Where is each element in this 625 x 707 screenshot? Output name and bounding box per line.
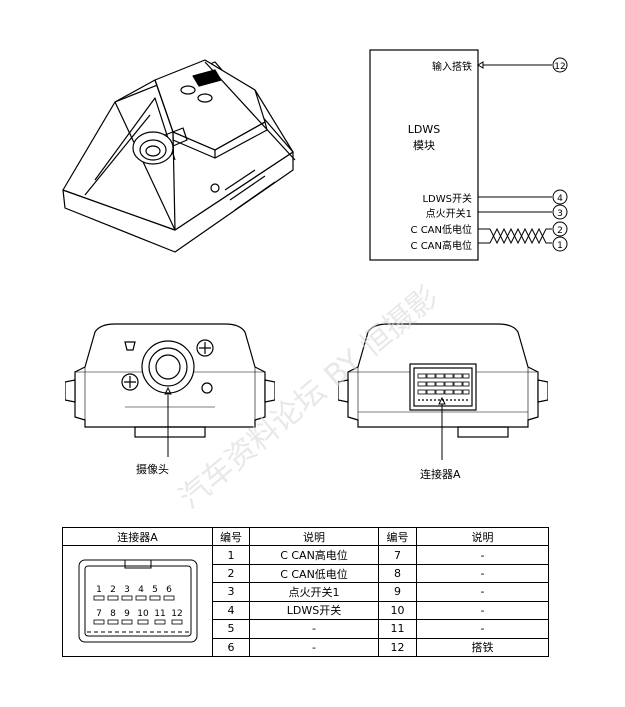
cell-no-2: 11 xyxy=(378,619,417,639)
twisted-pair-wire xyxy=(478,227,552,245)
connector-pin-9: 9 xyxy=(124,609,130,619)
pin-circle-12 xyxy=(552,57,568,73)
header-connector: 连接器A xyxy=(62,526,213,547)
pin-circle-2 xyxy=(552,221,568,237)
cell-no-1: 1 xyxy=(212,545,250,565)
cell-desc-1: C CAN高电位 xyxy=(249,545,379,565)
cell-no-1: 6 xyxy=(212,637,250,658)
connector-label: 连接器A xyxy=(420,468,461,481)
table-header-row: 连接器A 编号 说明 编号 说明 xyxy=(62,526,549,547)
table-row: 1 2 3 4 5 6 7 8 9 10 11 12 xyxy=(62,545,549,657)
signal-label-ldws-switch: LDWS开关 xyxy=(422,192,472,205)
pin-number-1: 1 xyxy=(557,241,563,251)
connector-face-cell: 1 2 3 4 5 6 7 8 9 10 11 12 xyxy=(62,545,213,657)
pin-number-4: 4 xyxy=(557,194,563,204)
pin-number-2: 2 xyxy=(557,226,563,236)
connector-face-diagram: 1 2 3 4 5 6 7 8 9 10 11 12 xyxy=(78,559,197,643)
cell-no-1: 4 xyxy=(212,600,250,621)
camera-leader-line xyxy=(167,395,169,457)
cell-no-2: 9 xyxy=(378,582,417,602)
camera-rear-view xyxy=(338,323,548,438)
module-title-ldws: LDWS xyxy=(408,123,440,136)
connector-pin-12: 12 xyxy=(171,609,182,619)
cell-desc-2: - xyxy=(416,582,549,602)
camera-label: 摄像头 xyxy=(136,463,169,476)
pin-circle-3 xyxy=(552,204,568,220)
connector-pin-6: 6 xyxy=(166,585,172,595)
connector-pin-3: 3 xyxy=(124,585,130,595)
cell-no-1: 2 xyxy=(212,563,250,584)
connector-pin-11: 11 xyxy=(154,609,165,619)
header-desc-2: 说明 xyxy=(416,526,549,547)
pin-number-3: 3 xyxy=(557,209,563,219)
pin-circle-4 xyxy=(552,189,568,205)
cell-no-2: 7 xyxy=(378,545,417,565)
connector-pin-4: 4 xyxy=(138,585,144,595)
cell-desc-1: - xyxy=(249,637,379,658)
signal-label-can-low: C CAN低电位 xyxy=(411,223,472,236)
connector-leader-line xyxy=(441,404,443,460)
signal-label-input-ground: 输入搭铁 xyxy=(432,60,472,73)
ldws-module-box xyxy=(369,49,479,261)
cell-no-2: 12 xyxy=(378,637,417,658)
cell-desc-1: C CAN低电位 xyxy=(249,563,379,584)
cell-desc-2: 搭铁 xyxy=(416,637,549,658)
connector-pin-5: 5 xyxy=(152,585,158,595)
table-row: 2 C CAN低电位 8 - xyxy=(63,563,549,584)
cell-desc-1: - xyxy=(249,619,379,639)
module-title-module: 模块 xyxy=(413,139,435,152)
signal-label-ignition: 点火开关1 xyxy=(426,207,472,220)
camera-front-view xyxy=(65,323,275,438)
connector-pin-10: 10 xyxy=(137,609,149,619)
cell-desc-1: 点火开关1 xyxy=(249,582,379,602)
camera-isometric-drawing xyxy=(62,59,296,253)
wiring-diagram: LDWS 模块 输入搭铁 12 LDWS开关 4 点火开关1 3 C CAN低电… xyxy=(369,49,568,261)
pin-circle-1 xyxy=(552,236,568,252)
cell-no-1: 5 xyxy=(212,619,250,639)
connector-pin-7: 7 xyxy=(96,609,102,619)
connector-pin-8: 8 xyxy=(110,609,116,619)
cell-desc-2: - xyxy=(416,563,549,584)
cell-no-1: 3 xyxy=(212,582,250,602)
header-no-2: 编号 xyxy=(378,526,417,547)
signal-label-can-high: C CAN高电位 xyxy=(411,239,472,252)
header-no-1: 编号 xyxy=(212,526,250,547)
connector-pin-2: 2 xyxy=(110,585,116,595)
table-row: 6 - 12 搭铁 xyxy=(63,637,549,658)
header-desc-1: 说明 xyxy=(249,526,379,547)
cell-no-2: 8 xyxy=(378,563,417,584)
cell-desc-2: - xyxy=(416,600,549,621)
pin-number-12: 12 xyxy=(554,62,565,72)
pin-table: 连接器A 编号 说明 编号 说明 1 2 3 4 5 6 xyxy=(62,526,549,658)
cell-no-2: 10 xyxy=(378,600,417,621)
cell-desc-1: LDWS开关 xyxy=(249,600,379,621)
cell-desc-2: - xyxy=(416,619,549,639)
connector-pin-1: 1 xyxy=(96,585,102,595)
cell-desc-2: - xyxy=(416,545,549,565)
